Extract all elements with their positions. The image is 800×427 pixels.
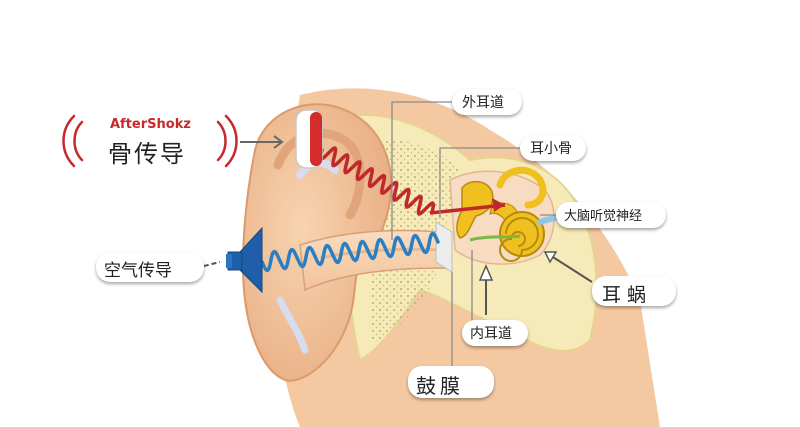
bone-label-pointer	[240, 135, 284, 149]
ear-lobe-highlight	[276, 296, 309, 354]
air-conduction-wave	[260, 231, 440, 273]
label-outer-ear-canal: 外耳道	[462, 95, 504, 111]
label-air-conduction: 空气传导	[104, 261, 172, 281]
label-inner-ear-canal: 内耳道	[470, 326, 512, 342]
eardrum-label-pill	[408, 366, 494, 398]
bone-conduction-arrow	[429, 203, 506, 215]
label-ossicles: 耳小骨	[530, 141, 572, 157]
bone-conduction-transducer-icon	[295, 109, 323, 169]
outer-canal-label-pill	[452, 89, 522, 115]
cochlea-label-pill	[592, 276, 676, 306]
label-bone-conduction: 骨传导	[108, 140, 186, 168]
nerve-label-pill	[556, 202, 666, 228]
cochlea-spiral	[499, 211, 545, 262]
nerve-green-fiber	[469, 234, 521, 242]
label-eardrum: 鼓膜	[416, 374, 464, 398]
semicircular-canals	[496, 167, 547, 209]
air-label-pill	[96, 252, 204, 282]
cochlea-arrow	[543, 251, 593, 283]
sound-wave-arcs-icon	[62, 114, 238, 168]
air-speaker-icon	[226, 226, 263, 294]
label-cochlea: 耳蜗	[602, 284, 653, 306]
bone-conduction-arrowhead	[492, 198, 505, 212]
ossicles-label-pill	[520, 135, 586, 161]
inner-canal-label-pill	[462, 320, 528, 346]
inner-canal-arrow	[478, 264, 494, 315]
label-auditory-nerve: 大脑听觉神经	[564, 209, 643, 224]
ear-helix-fold	[273, 128, 365, 220]
bone-conduction-wave	[318, 146, 436, 216]
brand-logo: AfterShokz	[110, 117, 191, 132]
